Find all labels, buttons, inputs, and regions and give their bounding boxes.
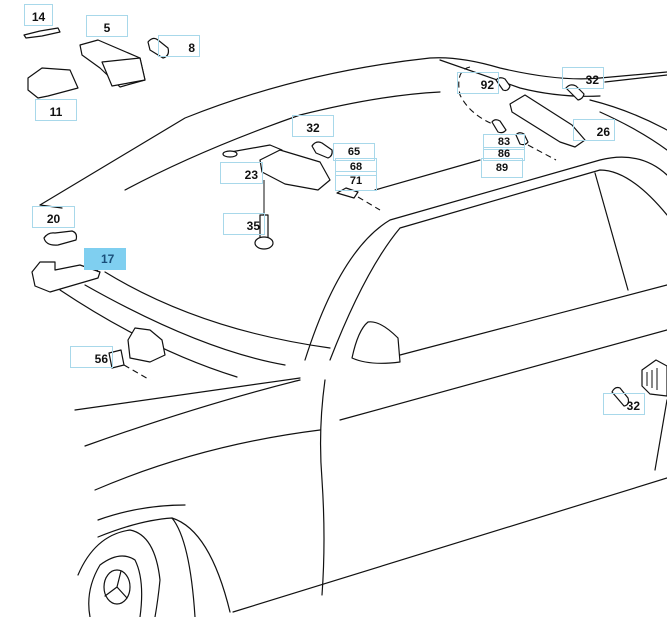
callout-11[interactable]: 11 [35,99,77,121]
callout-label: 14 [31,10,46,24]
door-frame-inner [329,169,667,361]
door-switch-part [641,359,667,397]
door-frame-outer [304,156,667,361]
part-83-dash [527,144,557,161]
windshield-line1 [84,284,286,366]
door-switch-ribs [646,368,658,390]
callout-label: 86 [497,147,511,160]
callout-label: 35 [246,219,260,233]
mercedes-star-points [104,570,128,599]
callout-83[interactable]: 83 [483,134,525,150]
roof-right-line1 [589,99,667,131]
door-rear-edge [654,399,667,471]
part-92-dashed-loop [458,66,496,126]
headliner-line [374,159,481,191]
callout-32-door[interactable]: 32 [603,393,645,415]
b-pillar [594,172,629,291]
part-11-socket [27,67,79,99]
part-23-knob [222,150,238,158]
part-23-lens [259,149,331,191]
callout-8[interactable]: 8 [158,35,200,57]
roof-rear-line [439,59,601,97]
callout-label: 20 [46,212,61,226]
callout-14[interactable]: 14 [24,4,53,26]
callout-65[interactable]: 65 [333,143,375,161]
part-20-festoon-bulb [43,230,78,246]
part-35-head [254,236,274,250]
callout-32-rear[interactable]: 32 [562,67,604,89]
callout-71[interactable]: 71 [335,171,377,191]
callout-label: 8 [188,41,195,55]
callout-label: 26 [596,125,610,139]
wheel-well [171,517,196,617]
callout-23[interactable]: 23 [220,162,263,184]
fender-arc2 [97,517,231,613]
mirror [351,321,401,364]
part-71-dash [357,196,381,211]
callout-label: 5 [103,21,111,35]
part-56-dash [123,364,151,381]
part-32-bulb-door [611,386,630,407]
part-5-box [101,57,146,87]
roof-outer-line [39,57,667,206]
callout-86[interactable]: 86 [483,147,525,161]
callout-label: 32 [585,73,599,87]
callout-label: 65 [347,145,361,158]
callout-5[interactable]: 5 [86,15,128,37]
fender-arc1 [97,504,186,521]
mercedes-star-emblem [103,569,131,605]
callout-label: 23 [244,168,258,182]
roof-right-line2 [599,111,667,151]
callout-89[interactable]: 89 [481,158,523,178]
window-bottom-line [399,284,667,356]
callout-label: 32 [626,399,640,413]
callout-20[interactable]: 20 [32,206,75,228]
callout-label: 17 [101,251,115,266]
body-line2 [84,379,301,447]
callout-label: 71 [349,174,363,187]
wheel-arc1 [77,529,161,617]
part-23-arm [224,144,283,154]
callout-92[interactable]: 92 [457,72,499,94]
part-83-bulb-1 [491,119,507,134]
callout-26[interactable]: 26 [573,119,615,141]
callout-label: 83 [497,135,511,148]
door-belt-line [339,329,667,421]
part-26-lamp [509,94,586,148]
callout-label: 89 [495,161,509,174]
body-line1 [74,377,301,411]
callout-68[interactable]: 68 [335,158,377,176]
callout-label: 68 [349,160,363,173]
callout-32-dome[interactable]: 32 [292,115,334,137]
door-front-edge [319,379,326,596]
callout-label: 32 [306,121,320,135]
body-line3 [94,429,321,491]
wheel-arc2 [88,555,143,617]
part-83-bulb-2 [515,132,529,146]
callout-label: 11 [49,105,63,119]
callout-17-selected[interactable]: 17 [84,248,126,270]
mirror-base-part [127,327,166,363]
rocker-line [232,477,667,613]
callout-label: 92 [480,78,494,92]
callout-56[interactable]: 56 [70,346,113,368]
part-32-bulb-top [311,141,333,159]
callout-35[interactable]: 35 [223,213,265,235]
callout-label: 56 [94,352,108,366]
leader-32b [604,74,667,83]
windshield-line2 [104,271,331,349]
part-14-clip [23,27,61,39]
